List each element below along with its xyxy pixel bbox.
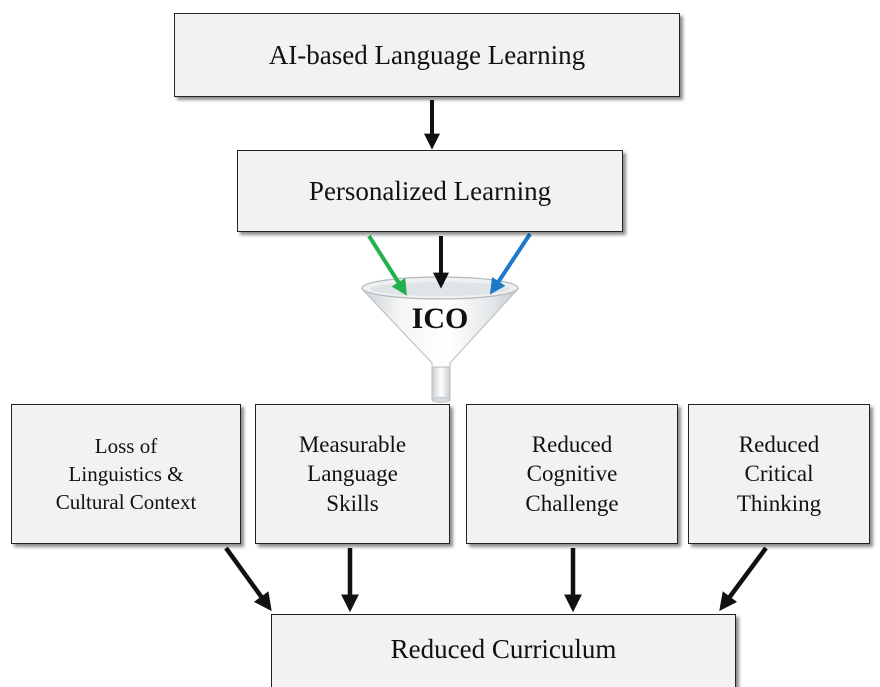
loss-of-context-box: Loss of Linguistics & Cultural Context [11,404,241,544]
reduced-critical-thinking-box: Reduced Critical Thinking [688,404,870,544]
ai-language-learning-label: AI-based Language Learning [268,39,586,70]
reduced-critical-thinking-label: Reduced Critical Thinking [736,431,822,516]
reduced-curriculum-label: Reduced Curriculum [390,633,617,664]
funnel-icon [360,276,520,403]
ico-label: ICO [411,302,469,335]
personalized-learning-label: Personalized Learning [308,175,552,206]
reduced-cognitive-challenge-label: Reduced Cognitive Challenge [525,431,619,516]
personalized-learning-box: Personalized Learning [237,150,623,232]
measurable-skills-label: Measurable Language Skills [298,431,407,516]
arrow-blue-into-funnel [489,232,532,295]
arrow-critical-to-curriculum [719,546,768,612]
arrow-green-into-funnel [367,234,408,296]
reduced-cognitive-challenge-box: Reduced Cognitive Challenge [466,404,678,544]
loss-of-context-label: Loss of Linguistics & Cultural Context [55,433,197,515]
measurable-skills-box: Measurable Language Skills [255,404,450,544]
ai-language-learning-box: AI-based Language Learning [174,13,680,97]
arrow-loss-to-curriculum [224,546,272,612]
reduced-curriculum-box: Reduced Curriculum [271,614,736,687]
